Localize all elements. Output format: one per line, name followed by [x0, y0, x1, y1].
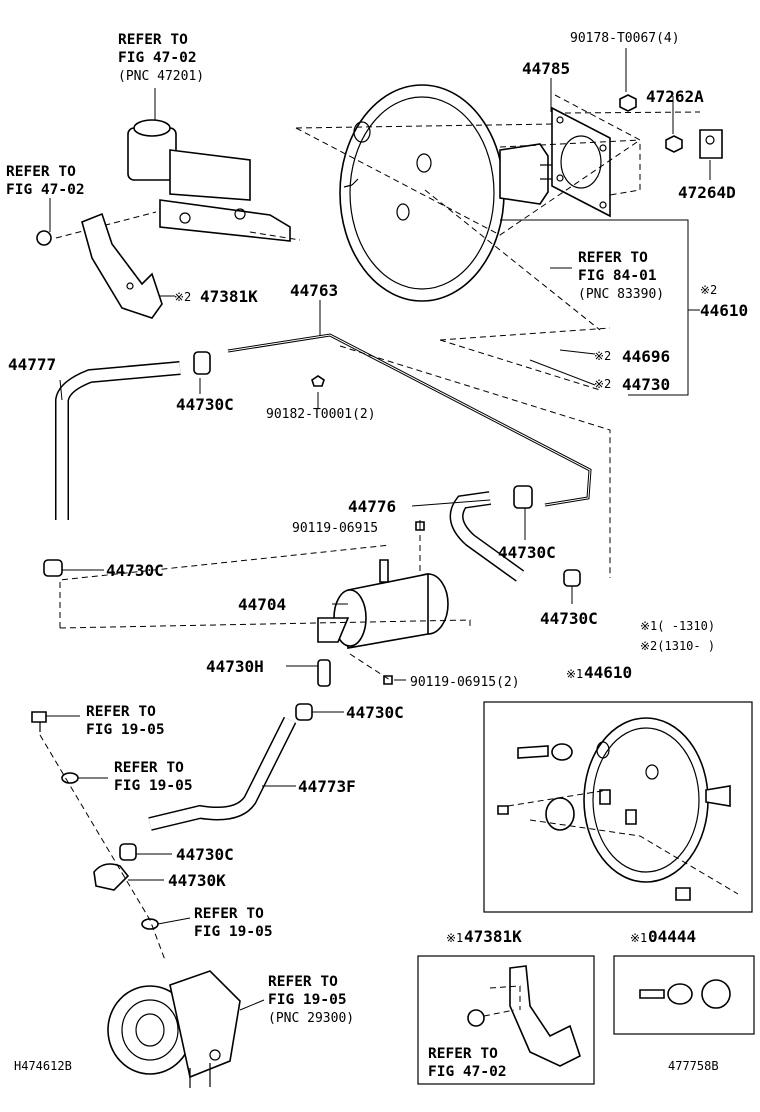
- clamp-44730c-d[interactable]: [563, 569, 581, 587]
- clamp-44730c-a[interactable]: [193, 351, 211, 375]
- label-refer-4702-bottom-1: REFER TO: [428, 1046, 498, 1062]
- label-44777: 44777: [8, 355, 56, 374]
- mark-1-04444: ※1: [630, 931, 647, 945]
- label-refer-8401-2: FIG 84-01: [578, 268, 657, 284]
- label-refer-8401-3: (PNC 83390): [578, 287, 664, 302]
- label-44730c-c: 44730C: [106, 561, 164, 580]
- label-47381k: 47381K: [200, 287, 258, 306]
- clamp-44730c-b[interactable]: [43, 559, 63, 577]
- lock-nut-47262a[interactable]: [665, 135, 683, 153]
- inset-box-44610-alt: [483, 701, 753, 913]
- mark-2-44696: ※2: [594, 349, 611, 363]
- mark-2-47381k: ※2: [174, 290, 191, 304]
- label-44773f: 44773F: [298, 777, 356, 796]
- label-refer-4702-bottom-2: FIG 47-02: [428, 1064, 507, 1080]
- label-refer-1905-b-1: REFER TO: [114, 760, 184, 776]
- label-44730k: 44730K: [168, 871, 226, 890]
- label-refer-1905-c-1: REFER TO: [194, 906, 264, 922]
- label-refer-1905-d-1: REFER TO: [268, 974, 338, 990]
- kit-04444[interactable]: [639, 979, 731, 1009]
- label-44704: 44704: [238, 595, 286, 614]
- label-refer-1905-c-2: FIG 19-05: [194, 924, 273, 940]
- note-2: ※2(1310- ): [640, 639, 715, 653]
- vacuum-pump: [107, 970, 241, 1088]
- label-refer-4702-left-1: REFER TO: [6, 164, 76, 180]
- label-refer-4702-left-2: FIG 47-02: [6, 182, 85, 198]
- label-refer-1905-d-3: (PNC 29300): [268, 1011, 354, 1026]
- label-44610-alt: 44610: [584, 663, 632, 682]
- check-valve-44730h[interactable]: [317, 659, 331, 687]
- mark-2-44730: ※2: [594, 377, 611, 391]
- label-refer-1905-b-2: FIG 19-05: [114, 778, 193, 794]
- clevis-47264d[interactable]: [699, 129, 723, 159]
- diagram-code-left: H474612B: [14, 1059, 72, 1073]
- label-44730c-d: 44730C: [540, 609, 598, 628]
- label-44776: 44776: [348, 497, 396, 516]
- clamp-44730c-f[interactable]: [119, 843, 137, 861]
- inset-box-47381k: [417, 955, 595, 1085]
- clamp-44730c-c[interactable]: [513, 485, 533, 509]
- label-90182: 90182-T0001(2): [266, 407, 376, 422]
- nut-90182[interactable]: [311, 375, 325, 387]
- label-44730c-b: 44730C: [498, 543, 556, 562]
- brake-booster-main[interactable]: [339, 84, 570, 302]
- inset-box-04444: [613, 955, 755, 1035]
- label-44696: 44696: [622, 347, 670, 366]
- brake-booster-alt[interactable]: [497, 717, 731, 901]
- bracket-47381k-top[interactable]: [81, 212, 163, 319]
- label-refer-1905-d-2: FIG 19-05: [268, 992, 347, 1008]
- label-44730c-a: 44730C: [176, 395, 234, 414]
- mark-1-47381k: ※1: [446, 931, 463, 945]
- bolt-90119-b[interactable]: [383, 675, 393, 685]
- elbow-44730k[interactable]: [93, 863, 130, 891]
- label-47262a: 47262A: [646, 87, 704, 106]
- label-44730c-e: 44730C: [346, 703, 404, 722]
- hose-44776[interactable]: [449, 491, 525, 582]
- label-44730: 44730: [622, 375, 670, 394]
- clamp-44730c-e[interactable]: [295, 703, 313, 721]
- master-cylinder: [127, 119, 291, 242]
- label-44785: 44785: [522, 59, 570, 78]
- note-1: ※1( -1310): [640, 619, 715, 633]
- hose-44777[interactable]: [55, 361, 181, 520]
- nut-90178[interactable]: [619, 94, 637, 112]
- label-refer-1905-a-2: FIG 19-05: [86, 722, 165, 738]
- mark-1-44610: ※1: [566, 667, 583, 681]
- label-90119-b: 90119-06915(2): [410, 675, 520, 690]
- vacuum-tank-44704[interactable]: [317, 559, 449, 649]
- label-47264d: 47264D: [678, 183, 736, 202]
- hose-44773f[interactable]: [148, 716, 297, 831]
- label-refer-4702-top-2: FIG 47-02: [118, 50, 197, 66]
- bolt-ref-1905[interactable]: [31, 711, 47, 732]
- label-44730h: 44730H: [206, 657, 264, 676]
- label-44610: 44610: [700, 301, 748, 320]
- gasket-44785[interactable]: [551, 106, 611, 218]
- diagram-code-right: 477758B: [668, 1059, 719, 1073]
- mark-2-44610: ※2: [700, 283, 717, 297]
- vacuum-pipe-44763[interactable]: [227, 333, 592, 507]
- bracket-47381k-alt[interactable]: [467, 965, 581, 1067]
- label-90119-a: 90119-06915: [292, 521, 378, 536]
- label-44763: 44763: [290, 281, 338, 300]
- label-refer-4702-top-1: REFER TO: [118, 32, 188, 48]
- gasket-ref-1905-a[interactable]: [61, 772, 79, 784]
- label-44730c-f: 44730C: [176, 845, 234, 864]
- label-refer-8401-1: REFER TO: [578, 250, 648, 266]
- label-47381k-alt: 47381K: [464, 927, 522, 946]
- label-refer-4702-top-3: (PNC 47201): [118, 69, 204, 84]
- label-90178: 90178-T0067(4): [570, 31, 680, 46]
- label-refer-1905-a-1: REFER TO: [86, 704, 156, 720]
- label-04444: 04444: [648, 927, 696, 946]
